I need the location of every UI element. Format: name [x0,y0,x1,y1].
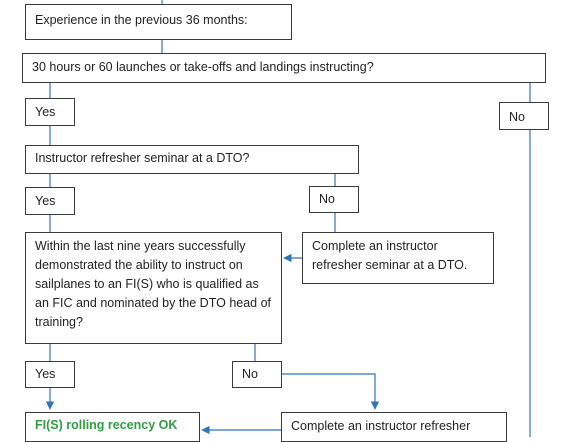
nine-years-question-box: Within the last nine years successfully … [25,232,282,344]
experience-box: Experience in the previous 36 months: [25,4,292,40]
seminar-question-box: Instructor refresher seminar at a DTO? [25,145,359,174]
yes-box-1: Yes [25,98,75,126]
yes-box-3: Yes [25,361,75,388]
hours-question-box: 30 hours or 60 launches or take-offs and… [22,53,546,83]
no-box-3: No [232,361,282,388]
recency-ok-box: FI(S) rolling recency OK [25,412,200,442]
complete-refresher-box: Complete an instructor refresher [281,412,507,442]
connector-no3-refresher [282,373,380,410]
no-box-1: No [499,102,549,130]
no-box-2: No [309,186,359,213]
complete-seminar-box: Complete an instructor refresher seminar… [302,232,494,284]
yes-box-2: Yes [25,187,75,215]
